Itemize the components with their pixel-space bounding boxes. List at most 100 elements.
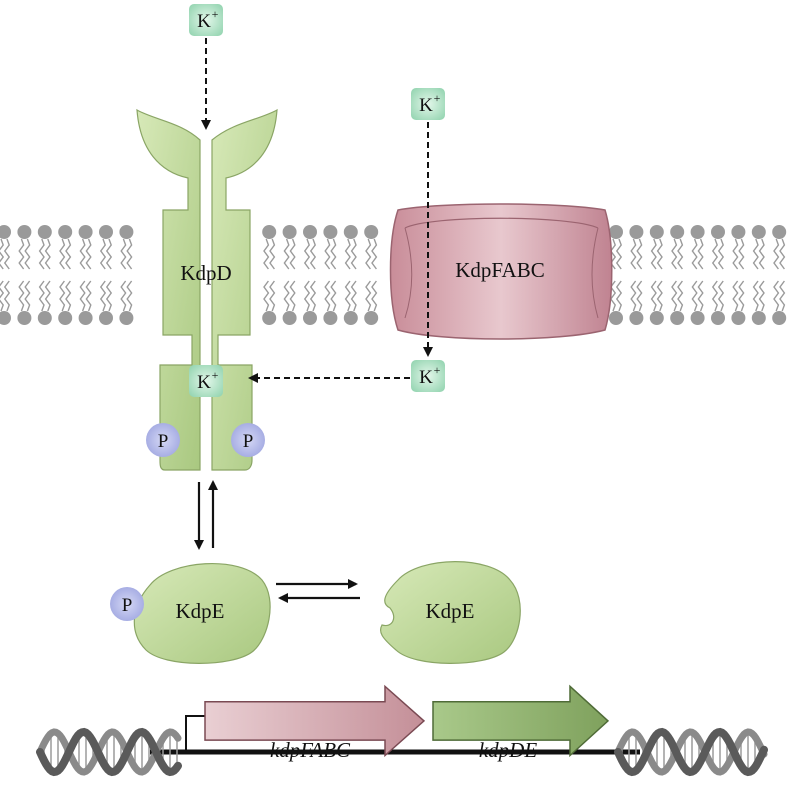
kdpfabc-transporter: KdpFABC [389, 203, 613, 340]
lipid-head [0, 225, 11, 239]
lipid-tail [269, 280, 276, 312]
lipid-tail [773, 280, 780, 312]
lipid-tail [738, 280, 745, 312]
lipid-tail [711, 238, 719, 270]
lipid-head [609, 225, 623, 239]
lipid-tail [105, 238, 113, 270]
svg-text:K: K [197, 11, 211, 32]
lipid-head [17, 311, 32, 325]
lipid-tail [365, 238, 372, 270]
operon: kdpFABC kdpDE [36, 684, 768, 777]
lipid-tail [752, 238, 759, 270]
svg-text:K: K [419, 95, 433, 116]
lipid-tail [365, 280, 372, 312]
dna-helix-left [36, 727, 182, 777]
kdpd-label: KdpD [180, 261, 231, 285]
kdpd-right-half [211, 108, 278, 471]
svg-text:+: + [434, 91, 441, 105]
lipid-tail [24, 238, 31, 270]
lipid-head [731, 225, 746, 239]
lipid-tail [303, 280, 311, 312]
lipid-tail [330, 238, 337, 270]
lipid-tail [752, 280, 759, 312]
lipid-tail [38, 238, 45, 270]
lipid-head [772, 225, 787, 239]
k-ion-cytoplasm: K + [411, 360, 445, 392]
lipid-head [282, 311, 297, 325]
lipid-tail [691, 280, 698, 312]
svg-text:+: + [434, 363, 441, 377]
svg-text:+: + [212, 368, 219, 382]
lipid-tail [650, 280, 657, 312]
dna-strand [614, 727, 768, 777]
dna-strand [614, 728, 768, 776]
lipid-tail [303, 238, 311, 270]
lipid-bilayer [0, 225, 787, 325]
kdpfabc-inner-left [404, 227, 413, 319]
lipid-head [751, 311, 766, 325]
lipid-head [364, 225, 379, 239]
lipid-tail [615, 280, 623, 312]
kdpd-left-half [136, 108, 201, 471]
lipid-head [17, 225, 32, 239]
kdpfabc-rim [404, 217, 599, 229]
lipid-head [262, 225, 277, 239]
lipid-head [323, 311, 338, 325]
lipid-tail [283, 280, 290, 312]
kdpfabc-inner-right [591, 227, 599, 319]
lipid-tail [677, 280, 684, 312]
dna-helix-right [614, 727, 768, 777]
lipid-tail [283, 238, 290, 270]
lipid-tail [269, 238, 276, 270]
lipid-tail [289, 238, 296, 270]
lipid-tail [59, 238, 66, 270]
lipid-head [99, 225, 113, 239]
lipid-head [58, 225, 73, 239]
lipid-tail [79, 280, 86, 312]
lipid-head [323, 225, 338, 239]
lipid-tail [344, 280, 351, 312]
lipid-tail [105, 280, 113, 312]
lipid-tail [697, 238, 704, 270]
lipid-head [629, 311, 644, 325]
lipid-tail [324, 280, 331, 312]
lipid-tail [671, 238, 678, 270]
lipid-head [690, 225, 705, 239]
lipid-tail [350, 280, 357, 312]
dna-strand [36, 727, 182, 777]
svg-text:K: K [197, 372, 211, 393]
lipid-head [670, 225, 685, 239]
svg-text:P: P [122, 595, 133, 616]
lipid-tail [126, 238, 133, 270]
lipid-tail [18, 280, 25, 312]
lipid-head [37, 225, 52, 239]
kdpfabc-label: KdpFABC [455, 258, 544, 282]
kdpe-phosphorylated-body [133, 563, 271, 664]
k-ion-bound-kdpd: K + [189, 365, 223, 397]
lipid-tail [758, 238, 765, 270]
svg-text:P: P [158, 431, 169, 452]
lipid-tail [263, 280, 270, 312]
lipid-tail [99, 238, 107, 270]
lipid-tail [120, 238, 127, 270]
lipid-tail [371, 238, 378, 270]
lipid-head [37, 311, 52, 325]
lipid-tail [324, 238, 331, 270]
lipid-tail [24, 280, 31, 312]
lipid-tail [120, 280, 127, 312]
lipid-tail [330, 280, 337, 312]
phosphate-kdpd-left: P [146, 423, 180, 457]
lipid-tail [697, 280, 704, 312]
lipid-tail [85, 280, 92, 312]
lipid-head [343, 225, 358, 239]
lipid-head [772, 311, 787, 325]
phosphate-kdpd-right: P [231, 423, 265, 457]
lipid-tail [309, 280, 317, 312]
k-ion-periplasm-right: K + [411, 88, 445, 120]
lipid-tail [38, 280, 45, 312]
lipid-tail [677, 238, 684, 270]
lipid-tail [350, 238, 357, 270]
lipid-head [343, 311, 358, 325]
lipid-head [262, 311, 277, 325]
lipid-head [731, 311, 746, 325]
